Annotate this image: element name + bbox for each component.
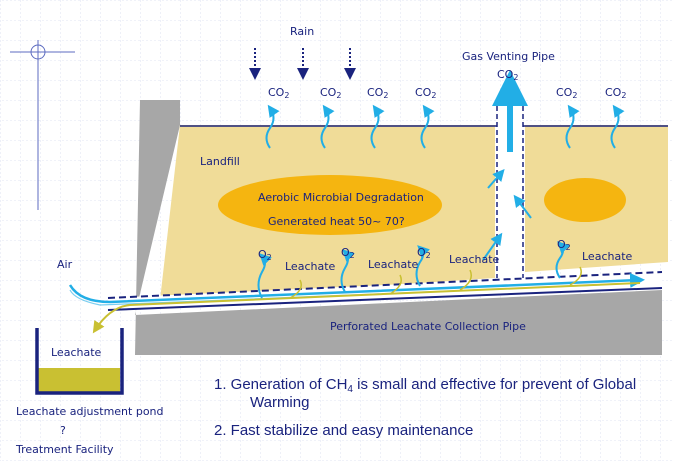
co2-label: CO2: [320, 86, 341, 100]
generated-heat-label: Generated heat 50~ 70?: [268, 215, 405, 228]
o2-arrow: [257, 253, 272, 299]
o2-label: O2: [557, 238, 571, 252]
co2-label: CO2: [556, 86, 577, 100]
leachate-label: Leachate: [285, 260, 336, 273]
co2-arrow: [320, 104, 335, 149]
gas-venting-pipe-label: Gas Venting Pipe: [462, 50, 555, 63]
leachate-flow-arrow: [92, 282, 641, 334]
o2-arrow: [340, 249, 355, 293]
air-flow-arrow: [68, 272, 645, 304]
landfill-outer-wall: [135, 100, 662, 355]
o2-label: O2: [417, 246, 431, 260]
note-1: 1. Generation of CH4 is small and effect…: [214, 376, 636, 395]
co2-label: CO2: [268, 86, 289, 100]
co2-arrow: [370, 104, 385, 149]
aerobic-zone: [218, 175, 442, 235]
flow-to-vent-arrow: [513, 194, 532, 219]
landfill-label: Landfill: [200, 155, 240, 168]
flow-to-vent-arrow: [487, 168, 505, 189]
co2-arrow: [610, 104, 625, 149]
air-label: Air: [57, 258, 73, 271]
co2-arrow: [265, 104, 280, 149]
flow-to-vent-arrow: [482, 232, 503, 261]
leachate-adjustment-pond-label: Leachate adjustment pond: [16, 405, 164, 418]
co2-arrow: [565, 104, 580, 149]
co2-arrow: [420, 104, 435, 149]
co2-label: CO2: [605, 86, 626, 100]
co2-label: CO2: [415, 86, 436, 100]
o2-label: O2: [341, 246, 355, 260]
leachate-label: Leachate: [582, 250, 633, 263]
o2-label: O2: [258, 248, 272, 262]
note-2: 2. Fast stabilize and easy maintenance: [214, 422, 473, 439]
question-label: ?: [60, 424, 66, 437]
co2-vent-label: CO2: [497, 68, 518, 82]
o2-arrow: [415, 245, 430, 287]
pond-leachate-label: Leachate: [51, 346, 102, 359]
o2-arrow: [555, 241, 570, 279]
leachate-pond: [35, 328, 124, 395]
aerobic-degradation-label: Aerobic Microbial Degradation: [258, 191, 424, 204]
leachate-label: Leachate: [368, 258, 419, 271]
rain-label: Rain: [290, 25, 314, 38]
aerobic-zone-right: [544, 178, 626, 222]
leachate-label: Leachate: [449, 253, 500, 266]
treatment-facility-label: Treatment Facility: [15, 443, 114, 456]
perforated-pipe-label: Perforated Leachate Collection Pipe: [330, 320, 526, 333]
co2-label: CO2: [367, 86, 388, 100]
crosshair-icon: [10, 40, 75, 210]
note-1-line-2: Warming: [250, 394, 309, 411]
